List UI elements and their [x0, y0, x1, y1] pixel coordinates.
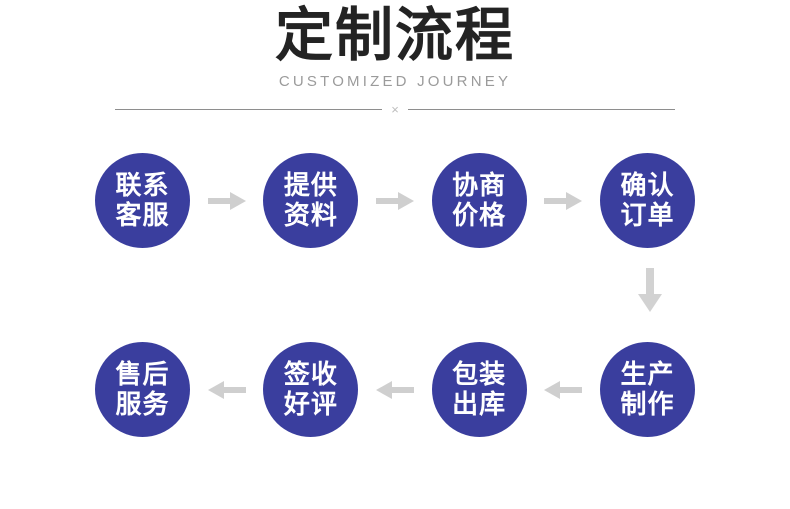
flow-step-contact-service[interactable]: 联系 客服	[95, 153, 190, 248]
flow-step-production[interactable]: 生产 制作	[599, 342, 695, 437]
flow-step-label-line1: 签收	[283, 359, 338, 390]
flow-step-label-line2: 价格	[452, 200, 507, 231]
arrow-head	[397, 191, 414, 210]
connector-6-5	[190, 342, 263, 437]
flow-step-label-line2: 资料	[283, 200, 338, 231]
flow-step-label-line2: 出库	[452, 389, 507, 420]
arrow-head	[375, 380, 392, 399]
arrow-right-icon	[544, 191, 583, 210]
flow-step-label-line2: 好评	[283, 389, 338, 420]
flow-step-after-sales-service[interactable]: 售后 服务	[95, 342, 190, 437]
arrow-head	[566, 191, 583, 210]
flow-step-confirm-order[interactable]: 确认 订单	[599, 153, 695, 248]
arrow-right-icon	[207, 191, 246, 210]
title-divider: ×	[115, 101, 675, 117]
connector-1-2	[190, 153, 263, 248]
arrow-head	[207, 380, 224, 399]
connector-row1-row2	[634, 268, 666, 312]
arrow-shaft	[207, 197, 232, 204]
flow-step-label-line2: 制作	[620, 389, 675, 420]
flow-step-label-line1: 协商	[452, 170, 507, 201]
flow-step-receive-and-review[interactable]: 签收 好评	[263, 342, 359, 437]
flow-step-label-line2: 服务	[115, 389, 170, 420]
flow-step-label-line2: 订单	[620, 200, 675, 231]
arrow-shaft	[646, 268, 654, 296]
arrow-shaft	[558, 386, 583, 393]
arrow-shaft	[544, 197, 569, 204]
flow-step-label-line2: 客服	[115, 200, 170, 231]
flow-step-label-line1: 联系	[115, 170, 170, 201]
connector-8-7	[527, 342, 600, 437]
arrow-left-icon	[544, 380, 583, 399]
flow-step-label-line1: 生产	[620, 359, 675, 390]
connector-3-4	[527, 153, 600, 248]
divider-rule-left	[115, 108, 383, 110]
flow-step-label-line1: 包装	[452, 359, 507, 390]
arrow-head	[544, 380, 561, 399]
flow-step-label-line1: 确认	[620, 170, 675, 201]
connector-7-6	[358, 342, 431, 437]
header: 定制流程 CUSTOMIZED JOURNEY	[0, 0, 790, 92]
divider-rule-right	[407, 108, 675, 110]
flow-row-2: 售后 服务 签收 好评 包装 出库	[0, 342, 790, 437]
connector-2-3	[358, 153, 431, 248]
arrow-shaft	[221, 386, 246, 393]
flow-step-negotiate-price[interactable]: 协商 价格	[431, 153, 527, 248]
arrow-left-icon	[207, 380, 246, 399]
page-title: 定制流程	[274, 1, 515, 69]
divider-x-icon: ×	[391, 101, 399, 117]
arrow-left-icon	[375, 380, 414, 399]
flow-step-packaging-shipment[interactable]: 包装 出库	[431, 342, 527, 437]
flow-step-provide-materials[interactable]: 提供 资料	[263, 153, 359, 248]
flow-step-label-line1: 提供	[283, 170, 338, 201]
arrow-head	[229, 191, 246, 210]
flow-row-1: 联系 客服 提供 资料 协商 价格	[0, 153, 790, 248]
arrow-head	[638, 294, 662, 312]
arrow-shaft	[375, 197, 400, 204]
page-subtitle: CUSTOMIZED JOURNEY	[278, 73, 512, 90]
flow-step-label-line1: 售后	[115, 359, 170, 390]
arrow-right-icon	[375, 191, 414, 210]
arrow-shaft	[389, 386, 414, 393]
